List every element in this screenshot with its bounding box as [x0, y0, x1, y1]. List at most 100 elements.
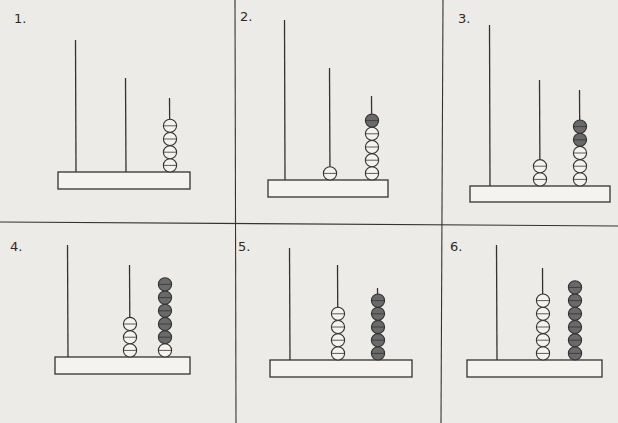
- abacus: [470, 25, 610, 202]
- shaded-bead: [568, 347, 581, 360]
- open-bead: [573, 146, 586, 159]
- peg: [67, 245, 69, 357]
- bead-line: [573, 179, 586, 180]
- panel-divider: [235, 0, 236, 423]
- shaded-bead: [371, 307, 384, 320]
- bead-line: [158, 310, 171, 311]
- bead-line: [568, 300, 581, 301]
- open-bead: [331, 347, 344, 360]
- shaded-bead: [371, 320, 384, 333]
- abacus-base: [467, 360, 602, 377]
- bead-line: [163, 125, 176, 126]
- bead-line: [568, 313, 581, 314]
- shaded-bead: [158, 304, 171, 317]
- bead-line: [371, 327, 384, 328]
- bead-line: [158, 284, 171, 285]
- panel-divider: [441, 0, 443, 423]
- bead-line: [371, 300, 384, 301]
- open-bead: [123, 331, 136, 344]
- bead-line: [533, 166, 546, 167]
- open-bead: [536, 320, 549, 333]
- shaded-bead: [158, 278, 171, 291]
- bead-line: [163, 139, 176, 140]
- open-bead: [536, 294, 549, 307]
- bead-line: [331, 340, 344, 341]
- open-bead: [365, 140, 378, 153]
- bead-line: [123, 350, 136, 351]
- bead-line: [536, 300, 549, 301]
- bead-line: [365, 147, 378, 148]
- abacus-base: [270, 360, 412, 377]
- open-bead: [573, 160, 586, 173]
- bead-line: [536, 340, 549, 341]
- shaded-bead: [158, 317, 171, 330]
- bead-line: [158, 324, 171, 325]
- open-bead: [536, 347, 549, 360]
- open-bead: [331, 320, 344, 333]
- shaded-bead: [365, 114, 378, 127]
- bead-line: [158, 350, 171, 351]
- bead-line: [123, 324, 136, 325]
- bead-line: [331, 353, 344, 354]
- panel-number: 3.: [458, 12, 470, 25]
- bead-line: [163, 152, 176, 153]
- open-bead: [123, 344, 136, 357]
- bead-line: [158, 337, 171, 338]
- peg: [329, 68, 331, 180]
- abacus-base: [268, 180, 388, 197]
- shaded-bead: [158, 291, 171, 304]
- panel-number: 1.: [14, 12, 26, 25]
- bead-line: [533, 179, 546, 180]
- abacus-base: [55, 357, 190, 374]
- bead-line: [371, 313, 384, 314]
- open-bead: [163, 146, 176, 159]
- peg: [284, 20, 286, 180]
- open-bead: [365, 167, 378, 180]
- panel-number: 2.: [240, 10, 252, 23]
- bead-line: [568, 340, 581, 341]
- open-bead: [123, 317, 136, 330]
- bead-line: [158, 297, 171, 298]
- abacus-base: [470, 186, 610, 202]
- abacus: [55, 245, 190, 374]
- bead-line: [573, 139, 586, 140]
- open-bead: [323, 167, 336, 180]
- abacus: [467, 245, 602, 377]
- shaded-bead: [371, 294, 384, 307]
- bead-line: [365, 133, 378, 134]
- open-bead: [163, 159, 176, 172]
- open-bead: [573, 173, 586, 186]
- open-bead: [331, 307, 344, 320]
- bead-line: [365, 120, 378, 121]
- bead-line: [573, 153, 586, 154]
- bead-line: [371, 340, 384, 341]
- bead-line: [536, 327, 549, 328]
- peg: [289, 248, 291, 360]
- open-bead: [158, 344, 171, 357]
- bead-line: [365, 173, 378, 174]
- open-bead: [365, 127, 378, 140]
- shaded-bead: [573, 120, 586, 133]
- shaded-bead: [573, 133, 586, 146]
- abacus: [58, 40, 190, 189]
- bead-line: [123, 337, 136, 338]
- shaded-bead: [568, 281, 581, 294]
- bead-line: [568, 353, 581, 354]
- shaded-bead: [371, 334, 384, 347]
- shaded-bead: [158, 331, 171, 344]
- bead-line: [365, 160, 378, 161]
- peg: [125, 78, 127, 172]
- bead-line: [573, 166, 586, 167]
- bead-line: [371, 353, 384, 354]
- open-bead: [533, 160, 546, 173]
- open-bead: [331, 334, 344, 347]
- peg: [75, 40, 77, 172]
- bead-line: [331, 313, 344, 314]
- bead-line: [536, 353, 549, 354]
- open-bead: [365, 154, 378, 167]
- open-bead: [163, 132, 176, 145]
- abacus: [268, 20, 388, 197]
